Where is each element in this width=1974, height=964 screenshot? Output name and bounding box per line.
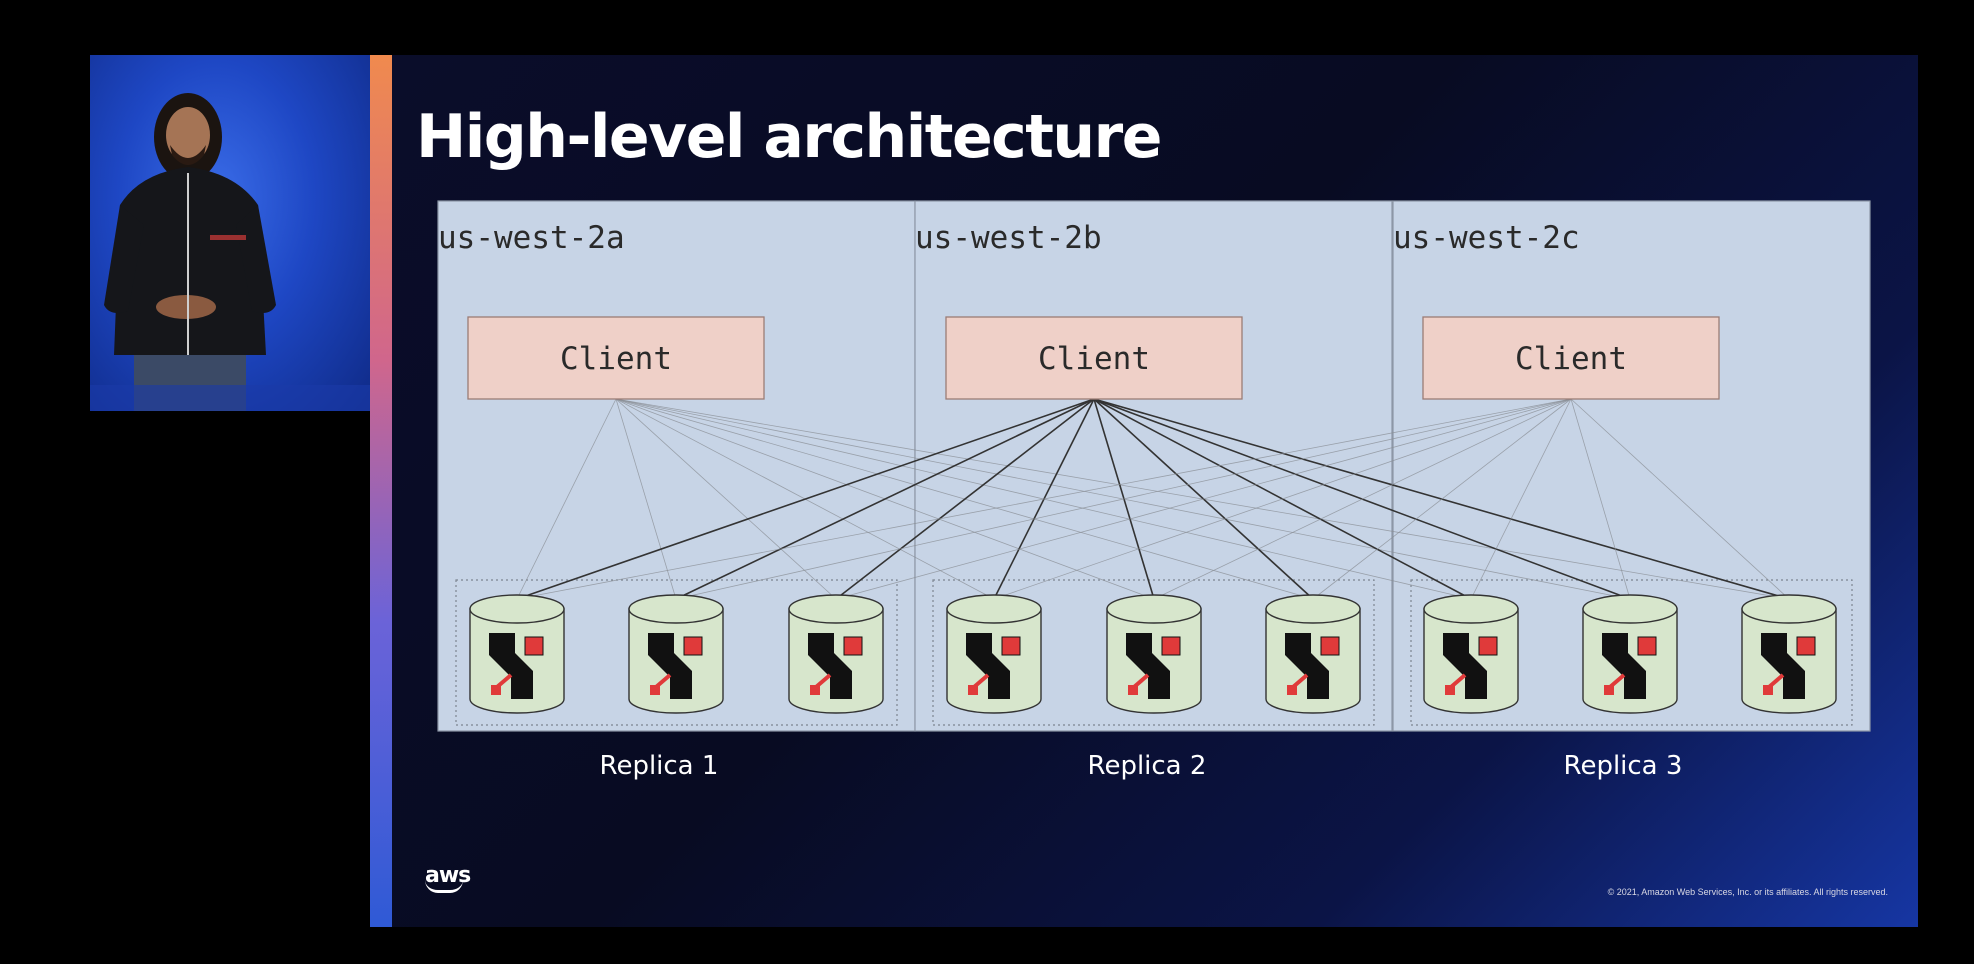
speaker-video-inset bbox=[90, 55, 370, 411]
client-box-2 bbox=[945, 316, 1243, 400]
zone-label-2: us-west-2b bbox=[915, 220, 1102, 256]
connection-line bbox=[1570, 398, 1790, 600]
connection-line bbox=[516, 398, 617, 600]
clients-layer bbox=[467, 316, 1720, 400]
database-icon bbox=[469, 594, 565, 714]
client-label-1: Client bbox=[560, 341, 672, 377]
connection-line bbox=[835, 398, 1095, 600]
client-label-2: Client bbox=[1038, 341, 1150, 377]
connection-line bbox=[1153, 398, 1572, 600]
aws-smile-icon bbox=[425, 880, 463, 893]
connection-line bbox=[993, 398, 1572, 600]
database-icon bbox=[1582, 594, 1678, 714]
connection-line bbox=[1470, 398, 1572, 600]
client-box-1 bbox=[467, 316, 765, 400]
database-icon bbox=[628, 594, 724, 714]
database-icon bbox=[788, 594, 884, 714]
databases-layer bbox=[469, 594, 1837, 714]
zone-label-1: us-west-2a bbox=[438, 220, 625, 256]
client-box-3 bbox=[1422, 316, 1720, 400]
database-icon bbox=[1741, 594, 1837, 714]
replica-group-1 bbox=[455, 579, 898, 726]
slide-accent-bar bbox=[370, 55, 392, 927]
database-icon bbox=[946, 594, 1042, 714]
slide-title: High-level architecture bbox=[416, 102, 1162, 172]
replica-label-1: Replica 1 bbox=[600, 751, 719, 781]
architecture-diagram: us-west-2a us-west-2b us-west-2c Client … bbox=[437, 200, 1871, 781]
connection-line bbox=[516, 398, 1572, 600]
connection-line bbox=[1570, 398, 1631, 600]
database-icon bbox=[1265, 594, 1361, 714]
connection-lines bbox=[516, 398, 1790, 600]
aws-logo: aws bbox=[425, 863, 471, 893]
connection-line bbox=[835, 398, 1572, 600]
replica-group-3 bbox=[1410, 579, 1853, 726]
database-icon bbox=[1106, 594, 1202, 714]
connection-line bbox=[1312, 398, 1572, 600]
connection-line bbox=[516, 398, 1095, 600]
client-label-3: Client bbox=[1515, 341, 1627, 377]
connection-line bbox=[615, 398, 837, 600]
replica-label-3: Replica 3 bbox=[1564, 751, 1683, 781]
replica-group-2 bbox=[932, 579, 1375, 726]
zone-label-3: us-west-2c bbox=[1393, 220, 1580, 256]
replica-label-2: Replica 2 bbox=[1088, 751, 1207, 781]
connection-line bbox=[675, 398, 1572, 600]
connection-line bbox=[615, 398, 677, 600]
speaker-figure bbox=[90, 93, 370, 411]
aws-logo-text: aws bbox=[425, 863, 471, 888]
database-icon bbox=[1423, 594, 1519, 714]
connection-line bbox=[675, 398, 1095, 600]
presentation-slide: High-level architecture us-west-2a us-we… bbox=[370, 55, 1918, 927]
copyright-notice: © 2021, Amazon Web Services, Inc. or its… bbox=[1607, 887, 1888, 897]
